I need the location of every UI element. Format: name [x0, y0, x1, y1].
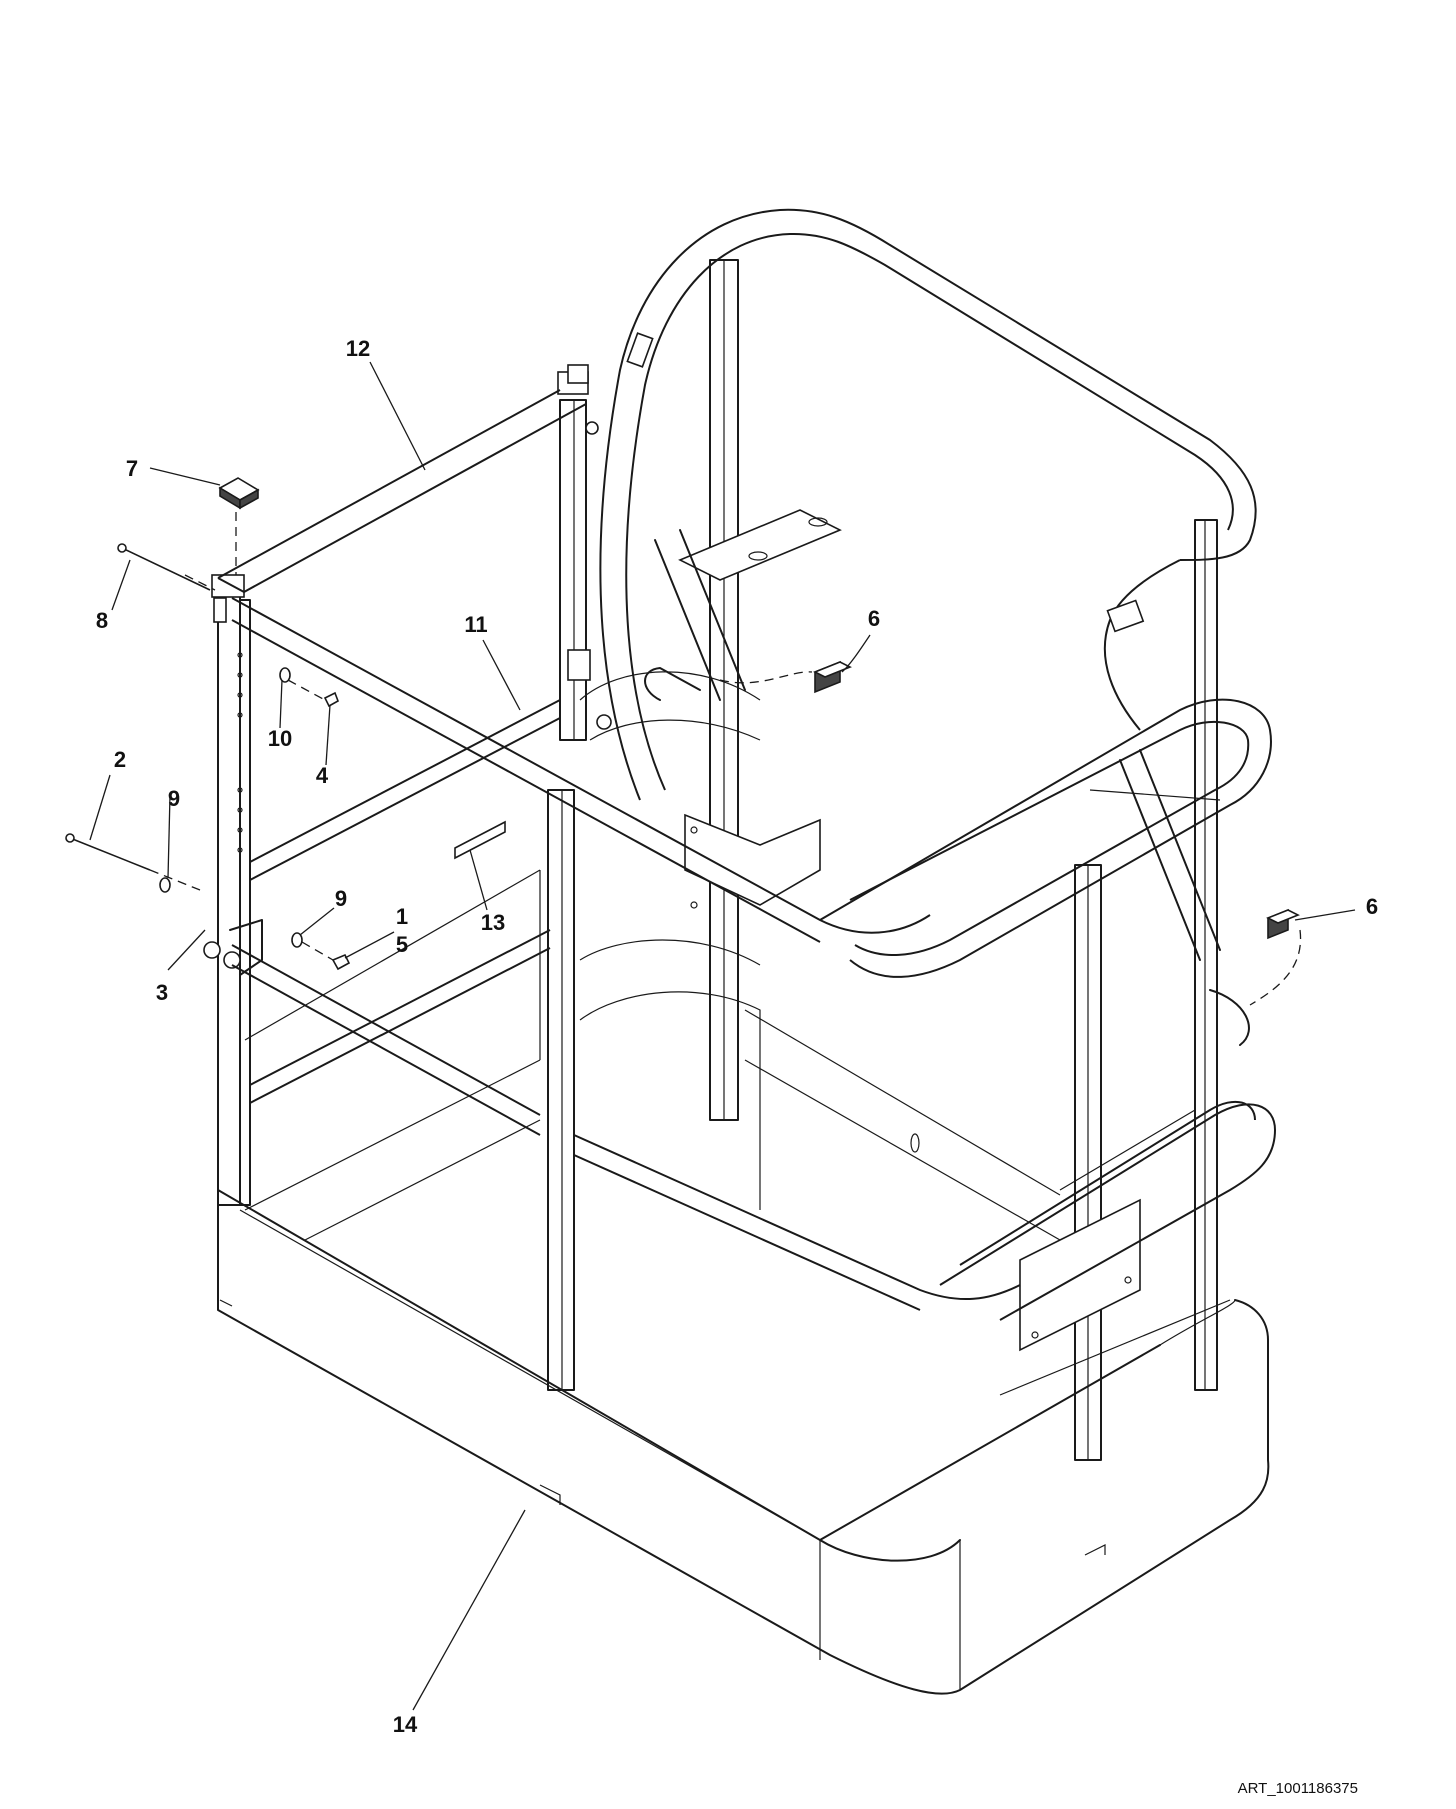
front-mid-rail: [231, 944, 1021, 1311]
side-rail-top-left: [217, 389, 587, 593]
callout-12: 12: [346, 336, 370, 361]
right-front-post: [1074, 864, 1102, 1461]
nut-part-4: [323, 691, 339, 708]
decal-part-13: [454, 820, 506, 860]
washer-part-10: [279, 667, 291, 683]
callout-6b: 6: [1366, 894, 1378, 919]
rear-handles: [626, 332, 1250, 1046]
bolt-part-2: [65, 833, 151, 871]
basket-floor-box: [217, 1119, 1270, 1695]
gate-rear-post: [557, 364, 612, 741]
callout-10: 10: [268, 726, 292, 751]
callout-11: 11: [464, 612, 487, 637]
callout-14: 14: [393, 1712, 418, 1737]
assembly-lines: [149, 512, 1302, 1006]
front-top-rail: [231, 597, 931, 943]
leader-lines: [89, 361, 1356, 1711]
callout-8: 8: [96, 608, 108, 633]
nut-part-1-5: [331, 953, 351, 971]
callout-13: 13: [481, 910, 505, 935]
callout-4: 4: [316, 763, 329, 788]
callout-7: 7: [126, 456, 138, 481]
rear-diagonal-brace: [654, 529, 1221, 961]
side-rail-mid-left: [249, 699, 561, 1104]
plug-part-6b: [1266, 908, 1300, 940]
right-mid-rail: [939, 1100, 1277, 1321]
middle-front-post: [547, 789, 575, 1391]
rear-top-rail: [599, 208, 1257, 801]
callout-2: 2: [114, 747, 126, 772]
right-top-rail: [819, 698, 1272, 978]
callout-9a: 9: [168, 786, 180, 811]
callout-5: 5: [396, 932, 408, 957]
left-front-post: [203, 574, 263, 1206]
callout-3: 3: [156, 980, 168, 1005]
callout-labels: 12 7 8 11 6 10 4 2 9 13 9 1 5 3 6 14: [96, 336, 1378, 1737]
callout-9b: 9: [335, 886, 347, 911]
art-id-label: ART_1001186375: [1238, 1780, 1358, 1797]
washer-part-9a: [159, 877, 171, 893]
callout-6a: 6: [868, 606, 880, 631]
callout-1: 1: [396, 904, 408, 929]
rear-wall: [244, 671, 1061, 1241]
plug-part-6a: [813, 660, 852, 694]
rear-center-post: [678, 259, 842, 1121]
washer-part-9b: [291, 932, 303, 948]
bolt-part-8: [117, 543, 211, 591]
end-cap-part-7: [218, 477, 260, 510]
rear-right-post: [1019, 519, 1218, 1391]
